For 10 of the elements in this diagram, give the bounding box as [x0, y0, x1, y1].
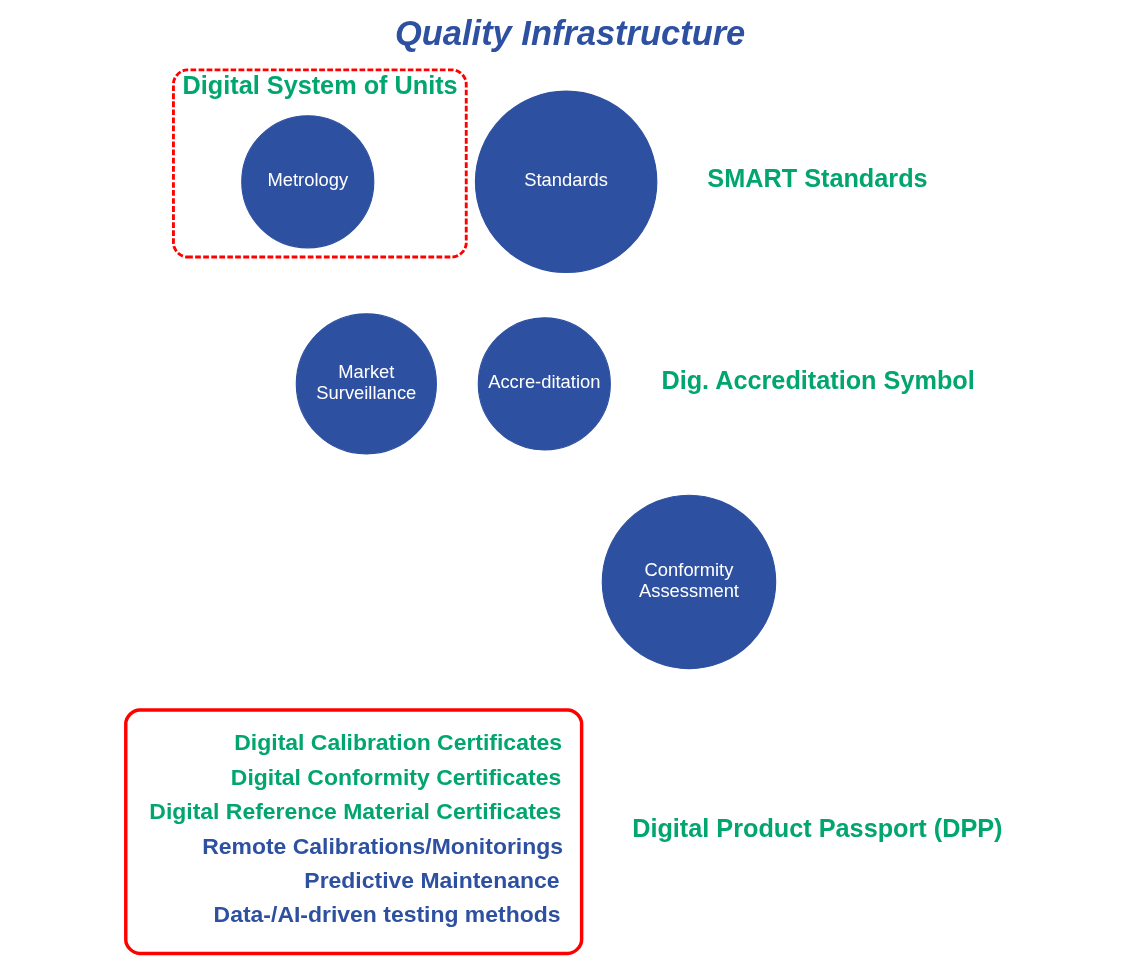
node-circle: Accre-ditation	[477, 316, 611, 450]
node-box: Digital Calibration Certificates Digital Conformity Certificates Digital Reference Material Certificates Remote Calibrations/Monitorings Predictive Maintenance Data-/AI-driven testing methods	[124, 707, 584, 955]
label: Dig. Accreditation Symbol	[661, 365, 975, 394]
label: Digital Product Passport (DPP)	[632, 813, 1003, 842]
diagram-title: Quality Infrastructure	[395, 13, 746, 52]
label: SMART Standards	[707, 163, 928, 192]
node-circle: Metrology	[241, 114, 375, 248]
node-circle: Conformity Assessment	[601, 494, 777, 669]
node-circle: Standards	[474, 90, 658, 273]
node-circle: Market Surveillance	[295, 312, 437, 454]
